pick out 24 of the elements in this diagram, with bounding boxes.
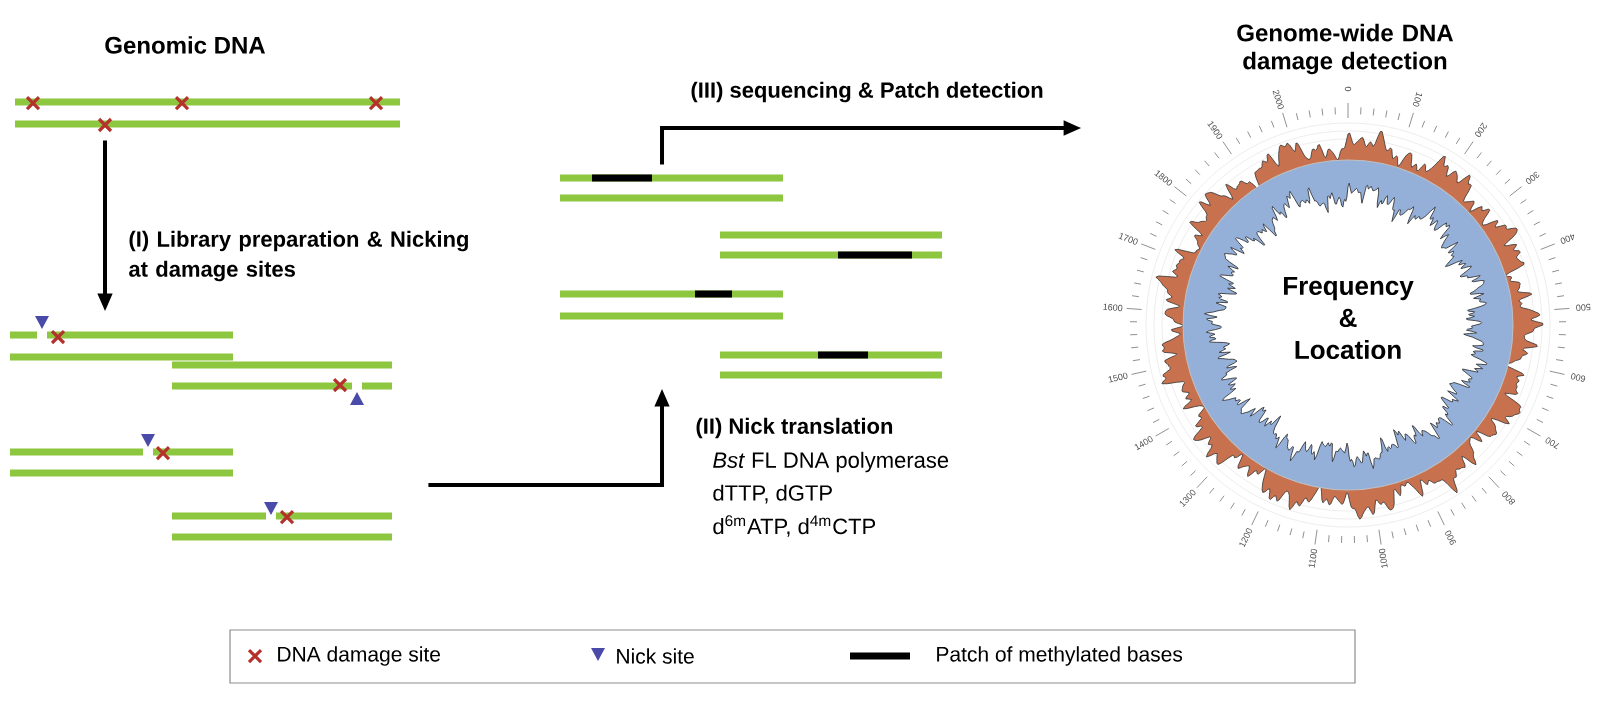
tick-label: 1100 xyxy=(1308,549,1318,568)
heading: Genomic DNA xyxy=(105,36,265,54)
reagent-label: d$^{6m}$ATP, d$^{4m}$CTP xyxy=(713,515,876,537)
reagent-label: Bst FL DNA polymerase xyxy=(713,451,949,473)
edge-label: (I) Library preparation & Nicking at damage sites xyxy=(129,230,468,282)
reagent-label: dTTP, dGTP xyxy=(713,484,832,504)
legend-label: Nick site xyxy=(617,648,694,664)
tick-label: 2000 xyxy=(1272,89,1284,109)
tick-label: 100 xyxy=(1413,92,1423,107)
tick-label: 400 xyxy=(1560,234,1575,244)
edge-label: (III) sequencing & Patch detection xyxy=(691,81,1043,103)
heading: Genome-wide DNA damage detection xyxy=(1237,23,1454,75)
legend-label: DNA damage site xyxy=(278,646,440,666)
tick-label: 0 xyxy=(1344,86,1352,92)
edge-label: (II) Nick translation xyxy=(696,417,893,439)
tick-label: 900 xyxy=(1445,530,1456,545)
legend-label: Patch of methylated bases xyxy=(937,646,1183,666)
tick-label: 500 xyxy=(1576,303,1591,311)
tick-label: 1600 xyxy=(1103,303,1123,312)
tick-label: 1700 xyxy=(1118,233,1138,245)
tick-label: 1000 xyxy=(1378,548,1388,568)
tick-label: 1200 xyxy=(1239,528,1252,548)
tick-label: 600 xyxy=(1571,373,1586,382)
tick-label: 1500 xyxy=(1108,372,1128,383)
